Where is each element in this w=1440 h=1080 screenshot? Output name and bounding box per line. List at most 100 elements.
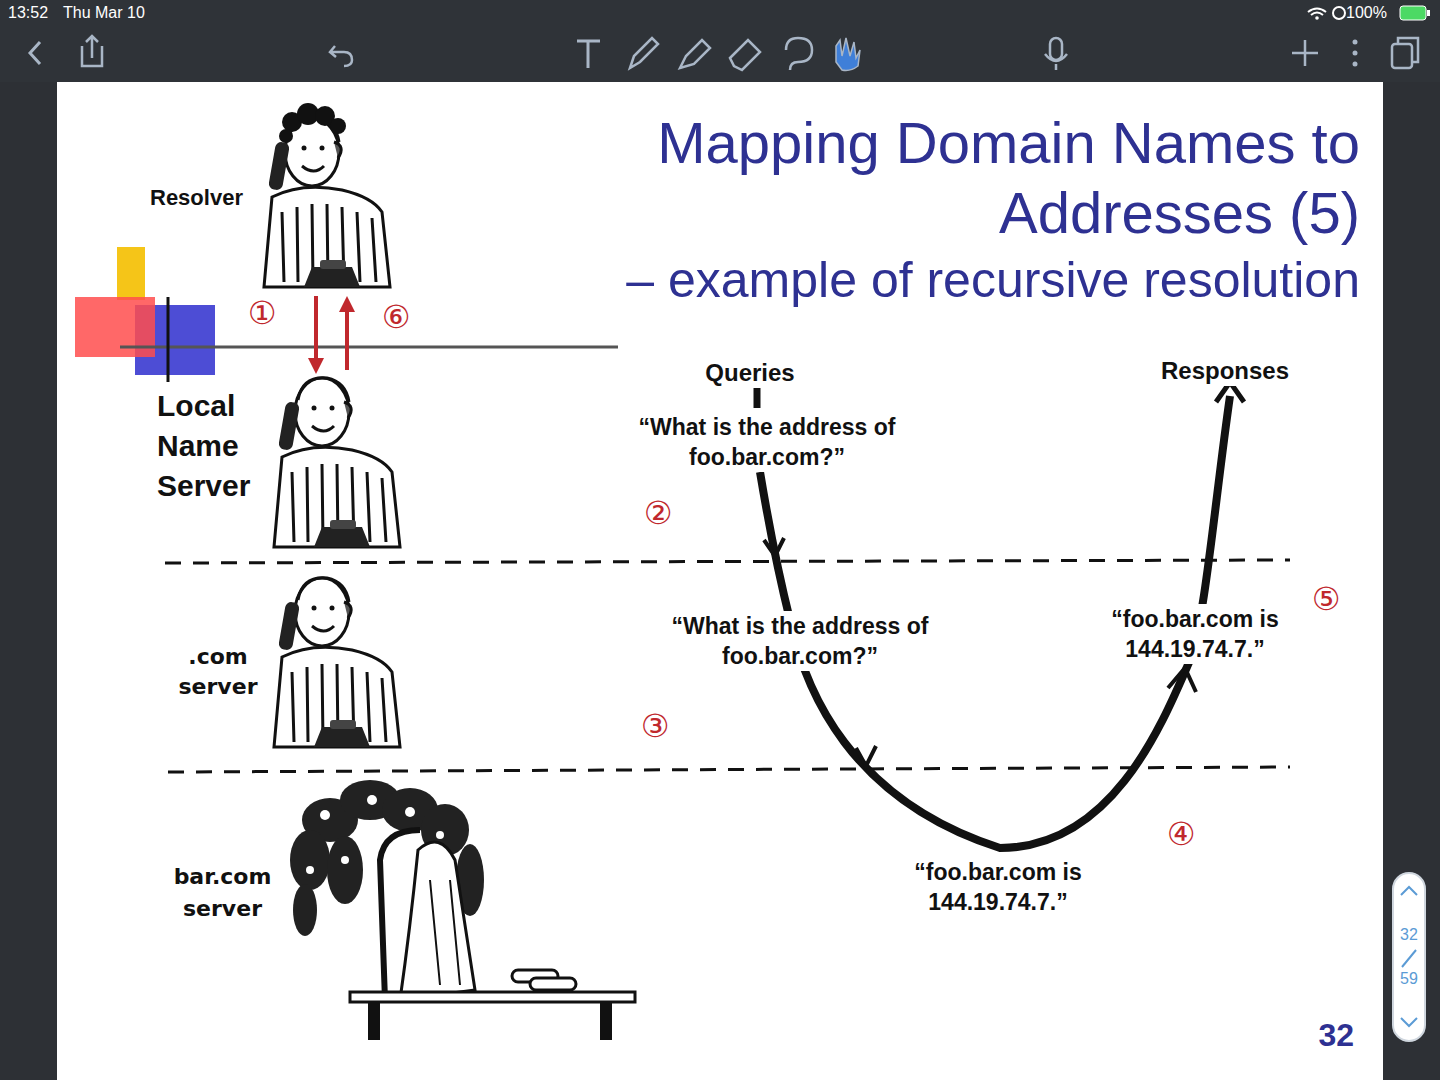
status-bar-and-toolbar-part xyxy=(1427,10,1430,16)
status-bar-and-toolbar-part xyxy=(1353,51,1358,56)
query-response-curve-part xyxy=(1168,668,1196,692)
page-scroller xyxy=(1393,873,1425,1041)
callout-number: ④ xyxy=(1156,815,1206,853)
status-time: 13:52 xyxy=(8,3,68,22)
response-text: “foo.bar.com is 144.19.74.7.” xyxy=(893,857,1103,917)
request-arrow xyxy=(308,296,324,374)
query-text: “What is the address of foo.bar.com?” xyxy=(622,412,912,472)
barcom-server-figure-part-part xyxy=(306,866,314,874)
resolver-agent: Resolver xyxy=(140,110,390,292)
query-response-curve-part xyxy=(764,538,784,556)
barcom-server-figure-part xyxy=(368,1002,380,1040)
agent-label: Local Name Server xyxy=(157,386,277,506)
column-heading: Queries xyxy=(680,358,820,387)
status-bar-and-toolbar-part xyxy=(680,40,710,68)
response-text-patch: “foo.bar.com is 144.19.74.7.” xyxy=(1107,604,1282,664)
arrow-shaft xyxy=(345,312,349,370)
com-server-figure xyxy=(274,578,400,747)
com-server-figure-part xyxy=(274,578,400,747)
query-response-curve-part xyxy=(856,746,876,766)
agent-label: bar.com server xyxy=(160,861,285,925)
arrow-head xyxy=(339,296,355,312)
page-scroller-part xyxy=(1402,950,1416,967)
barcom-server-figure-part-part xyxy=(367,795,377,805)
agent-label: .com server xyxy=(168,642,268,702)
slide-number: 32 xyxy=(1290,1016,1354,1054)
slide-decoration-part xyxy=(120,346,618,349)
page-scroller-part xyxy=(1393,873,1425,1041)
barcom-server-figure-part-part xyxy=(405,807,415,817)
arrow-head xyxy=(308,358,324,374)
callout-number: ③ xyxy=(630,707,680,745)
dashed-separator-part xyxy=(165,560,1290,563)
barcom-server-figure-part xyxy=(350,992,635,1002)
arrow-shaft xyxy=(314,296,318,358)
barcom-server-figure-part-part xyxy=(327,836,363,904)
status-bar-and-toolbar-part xyxy=(1392,44,1412,68)
resolver-figure-part xyxy=(330,118,346,134)
status-bar-and-toolbar-part xyxy=(1308,9,1326,16)
current-page: 32 xyxy=(1394,925,1424,944)
barcom-server-figure-part-part xyxy=(293,884,317,936)
slide-decoration-part xyxy=(167,297,170,382)
page-scroller-part xyxy=(1401,1018,1417,1026)
query-response-curve-part xyxy=(754,386,761,408)
response-text: “foo.bar.com is 144.19.74.7.” xyxy=(1090,604,1300,664)
barcom-server-figure-part xyxy=(600,1002,612,1040)
response-text-patch: “foo.bar.com is 144.19.74.7.” xyxy=(910,857,1085,917)
callout-number: ① xyxy=(237,294,287,332)
column-heading: Responses xyxy=(1140,356,1310,385)
barcom-server-figure-part-part xyxy=(436,831,444,839)
query-text-patch: “What is the address of foo.bar.com?” xyxy=(635,412,900,472)
query-text-patch: “What is the address of foo.bar.com?” xyxy=(668,611,933,671)
slide-decoration-part xyxy=(117,247,145,300)
barcom-server-figure-part xyxy=(530,978,576,990)
status-bar-and-toolbar-part xyxy=(1050,38,1062,60)
slide-title: Mapping Domain Names to Addresses (5) xyxy=(600,108,1360,248)
column-heading-patch: Responses xyxy=(1157,355,1293,386)
status-bar-and-toolbar-part xyxy=(82,36,102,66)
status-bar-and-toolbar-part xyxy=(730,40,760,70)
callout-number: ⑥ xyxy=(371,298,421,336)
status-bar-and-toolbar-part xyxy=(630,38,658,68)
status-bar-and-toolbar-part xyxy=(1353,62,1358,67)
status-bar-and-toolbar-part xyxy=(836,38,860,71)
barcom-server-figure-part-part xyxy=(341,856,349,864)
barcom-server-figure-part-part xyxy=(320,810,330,820)
status-bar-and-toolbar-part xyxy=(1045,54,1067,70)
barcom-server-figure-part xyxy=(400,842,475,1000)
dashed-separator-part xyxy=(168,767,1290,772)
callout-number: ② xyxy=(633,494,683,532)
resolver-figure-part xyxy=(264,118,390,287)
query-text: “What is the address of foo.bar.com?” xyxy=(655,611,945,671)
local-server-figure-part xyxy=(274,378,400,547)
resolver-figure-part xyxy=(279,129,293,143)
status-bar-and-toolbar-part xyxy=(1315,16,1319,20)
status-bar-and-toolbar-part xyxy=(1353,40,1358,45)
status-bar-and-toolbar xyxy=(0,0,1440,82)
status-bar-and-toolbar-part xyxy=(1398,38,1418,62)
slide-subtitle: – example of recursive resolution xyxy=(460,250,1360,310)
status-bar-and-toolbar-part xyxy=(0,0,1440,82)
barcom-server-figure xyxy=(290,780,635,1040)
com-server-agent: .com server xyxy=(160,572,400,757)
status-bar-and-toolbar-part xyxy=(30,42,40,64)
column-heading-patch: Queries xyxy=(701,357,798,388)
status-bar-and-toolbar-part xyxy=(1400,6,1426,20)
barcom-server-agent: bar.com server xyxy=(160,785,640,1050)
status-bar-and-toolbar-part xyxy=(1292,40,1318,66)
page-scroller-part xyxy=(1401,887,1417,895)
resolver-figure xyxy=(264,103,390,287)
local-name-server-agent: Local Name Server xyxy=(150,372,400,547)
agent-label: Resolver xyxy=(150,184,260,212)
status-bar-and-toolbar-part xyxy=(786,38,812,70)
battery-level: 100% xyxy=(1346,3,1396,22)
status-bar-and-toolbar-part xyxy=(330,46,352,66)
status-date: Thu Mar 10 xyxy=(63,3,173,22)
status-bar-and-toolbar-part xyxy=(577,41,600,68)
local-server-figure xyxy=(274,378,400,547)
barcom-server-figure-part xyxy=(430,880,460,985)
page-count: 59 xyxy=(1394,969,1424,988)
dashed-separator xyxy=(165,560,1290,772)
status-bar-and-toolbar-part xyxy=(1333,7,1345,19)
